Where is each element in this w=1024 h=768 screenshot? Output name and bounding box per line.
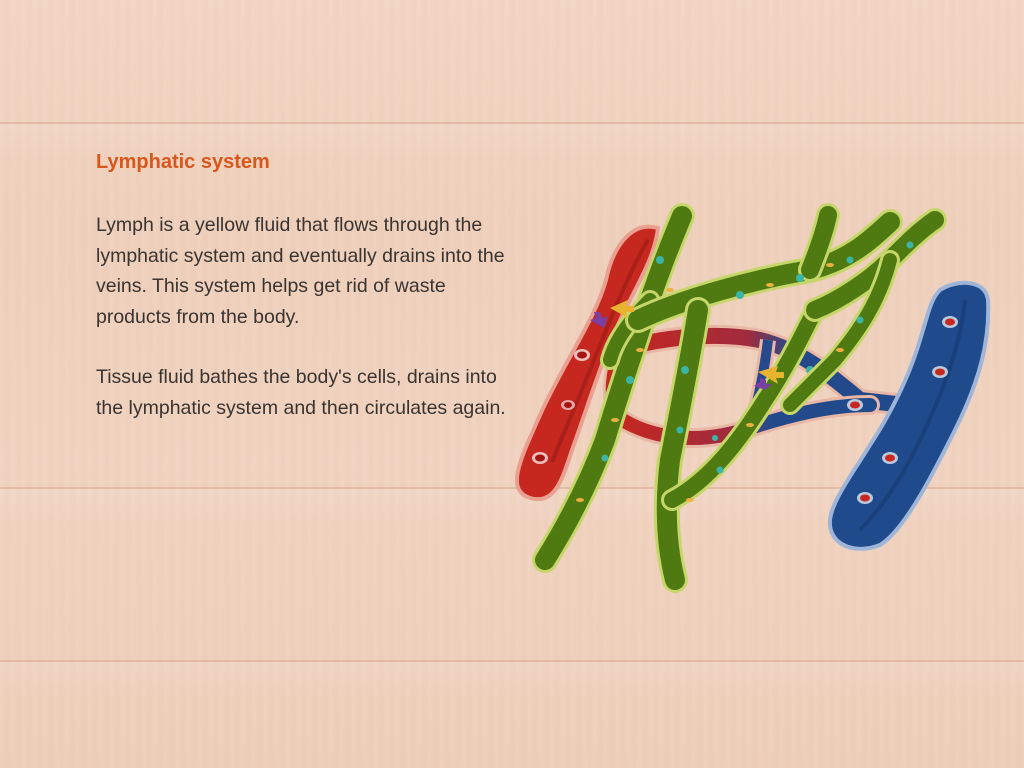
paragraph-tissue-fluid: Tissue fluid bathes the body's cells, dr…: [96, 366, 506, 419]
plank-seam: [0, 487, 1024, 489]
vein: [827, 280, 991, 551]
paragraph-lymph: Lymph is a yellow fluid that flows throu…: [96, 214, 505, 328]
lymphatic-vessels-illustration: [514, 203, 991, 593]
plank-seam: [0, 660, 1024, 662]
lymphatic-vessels: [532, 203, 947, 593]
page-title: Lymphatic system: [96, 151, 270, 173]
plank-highlight: [0, 124, 1024, 160]
flow-arrows: [590, 300, 784, 390]
plank-highlight: [0, 662, 1024, 698]
plank-seam: [0, 122, 1024, 124]
